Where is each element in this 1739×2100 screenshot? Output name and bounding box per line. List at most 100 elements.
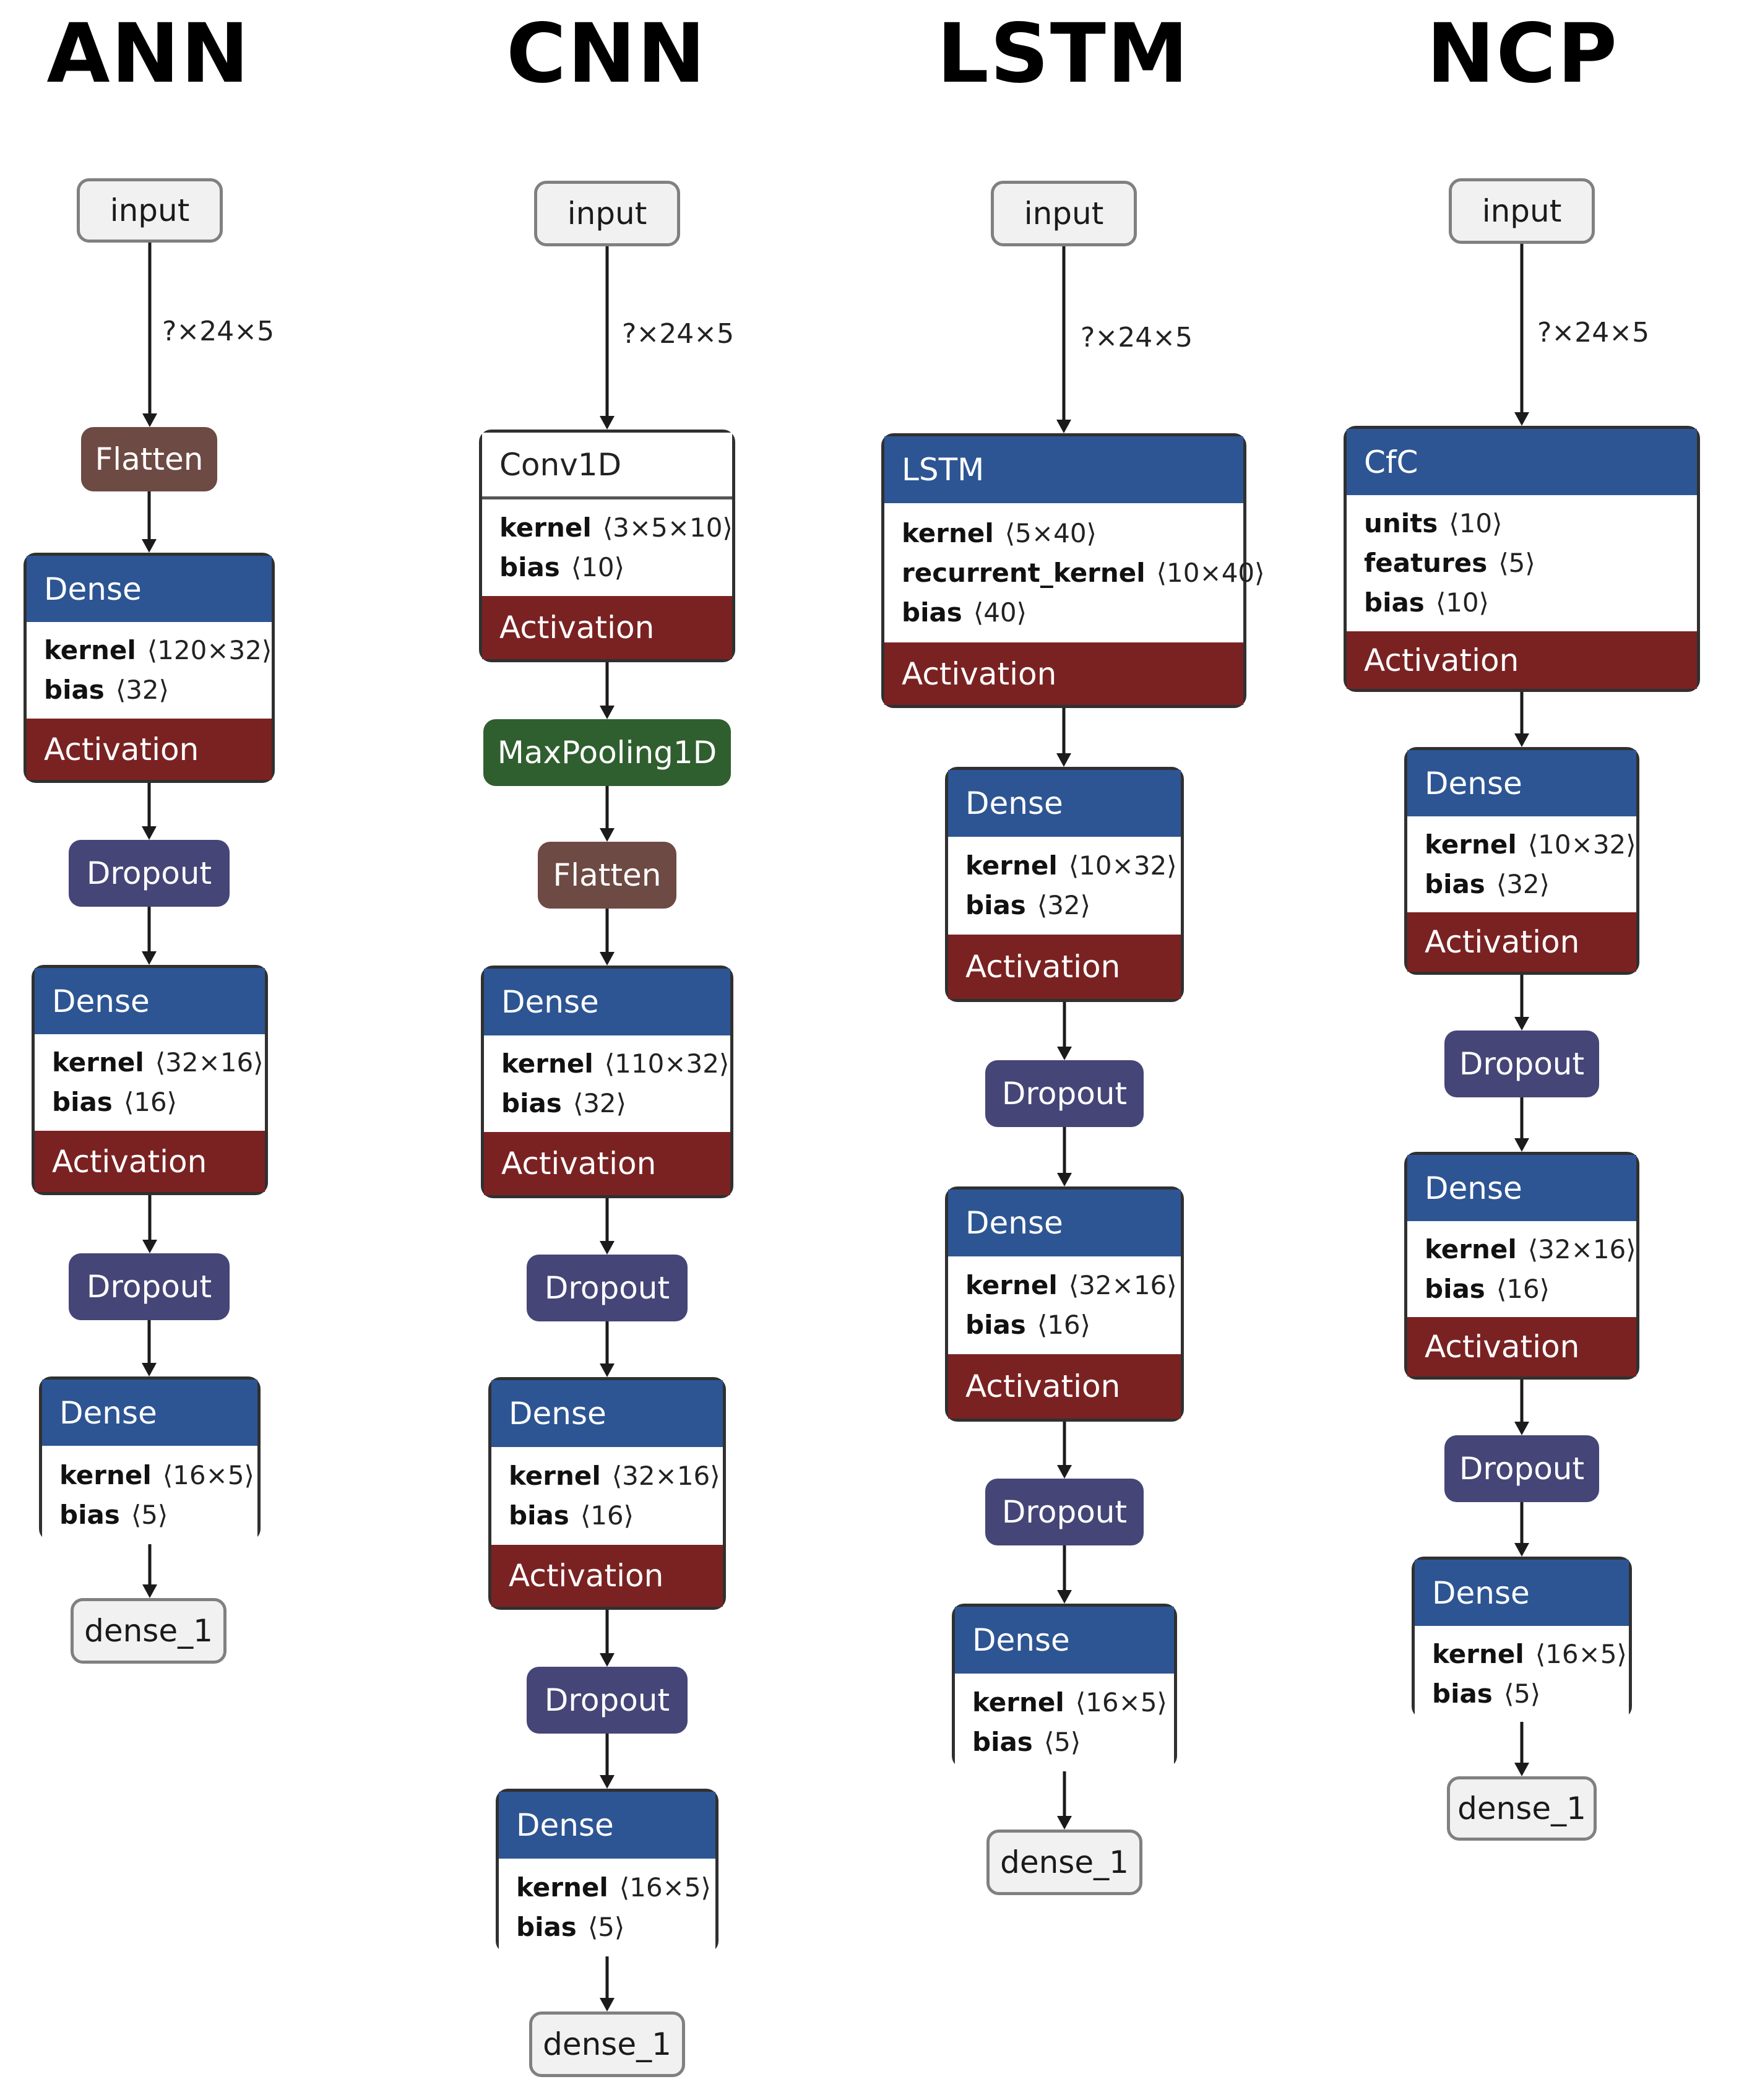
activation-row: Activation	[884, 642, 1243, 705]
param-name: kernel	[501, 1048, 593, 1079]
flatten-node-flatten[interactable]: Flatten	[538, 842, 676, 909]
layer-node-dense[interactable]: Dense kernel⟨16×5⟩bias⟨5⟩	[39, 1376, 261, 1544]
layer-params: kernel⟨110×32⟩bias⟨32⟩	[484, 1035, 730, 1132]
activation-row: Activation	[1407, 1317, 1636, 1376]
param-shape: ⟨10×40⟩	[1156, 557, 1265, 588]
param-name: bias	[499, 552, 560, 582]
flatten-node-flatten[interactable]: Flatten	[81, 427, 217, 491]
param-row: bias⟨32⟩	[1425, 865, 1636, 904]
layer-params: kernel⟨16×5⟩bias⟨5⟩	[955, 1674, 1174, 1771]
param-row: kernel⟨16×5⟩	[59, 1456, 257, 1495]
layer-params: kernel⟨32×16⟩bias⟨16⟩	[1407, 1221, 1636, 1317]
column-title-cnn: CNN	[506, 6, 707, 102]
arrowhead	[600, 1363, 615, 1377]
layer-header: Dense	[955, 1607, 1174, 1674]
arrowhead	[142, 539, 157, 553]
edge-shape-label: ?×24×5	[1081, 322, 1193, 353]
param-row: kernel⟨3×5×10⟩	[499, 508, 733, 548]
param-shape: ⟨16×5⟩	[1075, 1687, 1167, 1718]
io-node-input[interactable]: input	[534, 181, 680, 246]
param-name: kernel	[1425, 1234, 1517, 1264]
param-row: recurrent_kernel⟨10×40⟩	[902, 553, 1265, 593]
io-node-input[interactable]: input	[991, 181, 1137, 246]
param-row: kernel⟨32×16⟩	[509, 1456, 723, 1496]
param-name: kernel	[1425, 829, 1517, 860]
param-shape: ⟨40⟩	[973, 597, 1027, 628]
param-shape: ⟨32⟩	[1037, 890, 1091, 920]
column-title-ncp: NCP	[1426, 6, 1619, 102]
arrowhead	[600, 416, 615, 430]
pool-node-maxpooling1d[interactable]: MaxPooling1D	[483, 719, 731, 786]
param-row: features⟨5⟩	[1364, 543, 1697, 583]
dropout-node-dropout[interactable]: Dropout	[527, 1667, 688, 1734]
param-row: kernel⟨120×32⟩	[44, 631, 272, 670]
column-title-ann: ANN	[46, 6, 251, 102]
arrowhead	[1056, 420, 1071, 433]
layer-params: kernel⟨10×32⟩bias⟨32⟩	[948, 837, 1181, 935]
activation-row: Activation	[35, 1131, 265, 1192]
arrowhead	[142, 826, 157, 840]
param-row: bias⟨10⟩	[499, 548, 732, 587]
param-name: bias	[1364, 587, 1425, 618]
io-node-dense-1[interactable]: dense_1	[1447, 1776, 1597, 1841]
param-row: kernel⟨32×16⟩	[965, 1266, 1181, 1305]
io-node-dense-1[interactable]: dense_1	[986, 1830, 1142, 1895]
param-shape: ⟨32×16⟩	[1527, 1234, 1636, 1264]
dropout-node-dropout[interactable]: Dropout	[1444, 1435, 1599, 1502]
arrowhead	[1514, 1763, 1529, 1776]
layer-header: Dense	[42, 1380, 257, 1446]
param-name: kernel	[499, 512, 592, 543]
param-name: kernel	[902, 517, 994, 548]
param-name: kernel	[516, 1872, 608, 1903]
activation-row: Activation	[1347, 631, 1697, 689]
param-row: kernel⟨16×5⟩	[1432, 1635, 1629, 1674]
dropout-node-dropout[interactable]: Dropout	[985, 1060, 1144, 1127]
param-row: bias⟨5⟩	[59, 1495, 257, 1535]
layer-header: Dense	[35, 968, 265, 1034]
io-node-dense-1[interactable]: dense_1	[529, 2011, 685, 2077]
io-node-input[interactable]: input	[77, 178, 223, 243]
param-name: kernel	[59, 1459, 152, 1490]
param-shape: ⟨16×5⟩	[619, 1872, 711, 1903]
arrowhead	[600, 706, 615, 719]
param-row: kernel⟨5×40⟩	[902, 514, 1243, 553]
param-shape: ⟨5⟩	[1503, 1678, 1541, 1709]
dropout-node-dropout[interactable]: Dropout	[1444, 1031, 1599, 1097]
param-shape: ⟨5⟩	[587, 1912, 625, 1942]
io-node-input[interactable]: input	[1449, 178, 1595, 244]
layer-header: Dense	[484, 969, 730, 1035]
dropout-node-dropout[interactable]: Dropout	[527, 1255, 688, 1321]
dropout-node-dropout[interactable]: Dropout	[985, 1479, 1144, 1545]
layer-params: kernel⟨10×32⟩bias⟨32⟩	[1407, 816, 1636, 912]
param-shape: ⟨32×16⟩	[1068, 1270, 1177, 1300]
layer-header: Conv1D	[482, 433, 732, 499]
param-row: bias⟨5⟩	[972, 1722, 1174, 1762]
io-node-dense-1[interactable]: dense_1	[71, 1598, 227, 1664]
param-row: bias⟨32⟩	[965, 886, 1181, 925]
layer-header: Dense	[491, 1380, 723, 1447]
param-name: features	[1364, 548, 1488, 578]
param-name: kernel	[965, 850, 1058, 881]
arrowhead	[142, 1363, 157, 1376]
arrowhead	[600, 1775, 615, 1789]
param-row: bias⟨32⟩	[44, 670, 272, 710]
dropout-node-dropout[interactable]: Dropout	[69, 840, 230, 907]
layer-params: kernel⟨16×5⟩bias⟨5⟩	[499, 1859, 715, 1956]
activation-row: Activation	[484, 1132, 730, 1195]
dropout-node-dropout[interactable]: Dropout	[69, 1253, 230, 1320]
arrowhead	[142, 951, 157, 965]
